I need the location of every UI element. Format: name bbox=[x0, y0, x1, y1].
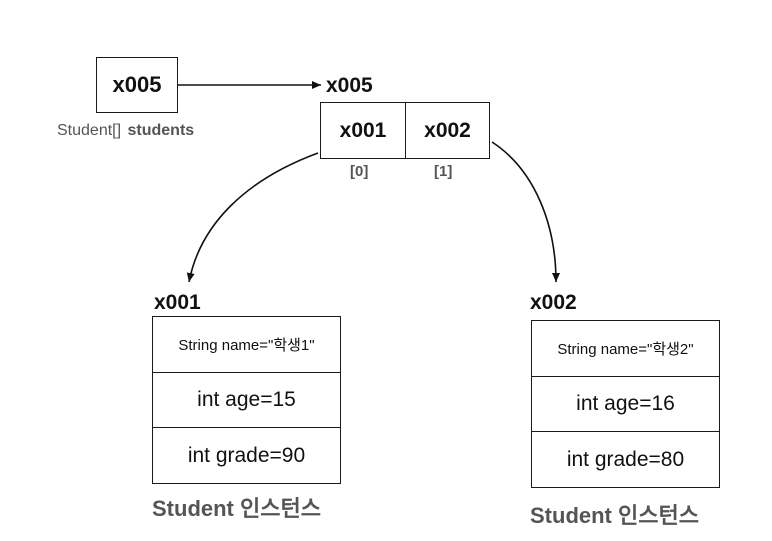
array-index-0: [0] bbox=[350, 163, 369, 180]
instance-1-caption: Student 인스턴스 bbox=[152, 496, 321, 521]
student-instance-2: String name="학생2" int age=16 int grade=8… bbox=[531, 320, 720, 488]
student-instance-1: String name="학생1" int age=15 int grade=9… bbox=[152, 316, 341, 484]
variable-type: Student[] bbox=[57, 122, 122, 139]
students-variable-box: x005 bbox=[96, 57, 178, 113]
instance-2-field-grade: int grade=80 bbox=[532, 431, 719, 487]
instance-2-address: x002 bbox=[530, 291, 577, 314]
students-variable-label: Student[] students bbox=[57, 122, 194, 140]
array-cell-0: x001 bbox=[321, 103, 406, 158]
instance-1-field-grade: int grade=90 bbox=[153, 427, 340, 483]
instance-2-field-age: int age=16 bbox=[532, 375, 719, 432]
instance-1-address: x001 bbox=[154, 291, 201, 314]
arrow-cell1-to-x002 bbox=[491, 141, 560, 283]
students-variable-value: x005 bbox=[112, 72, 162, 97]
instance-2-caption: Student 인스턴스 bbox=[530, 503, 699, 528]
instance-1-field-name: String name="학생1" bbox=[178, 336, 315, 354]
variable-name: students bbox=[127, 122, 195, 139]
students-array: x001 x002 bbox=[320, 102, 490, 159]
array-cell-1: x002 bbox=[406, 103, 489, 158]
array-cell-0-value: x001 bbox=[339, 118, 387, 142]
array-address: x005 bbox=[326, 74, 373, 97]
arrow-cell0-to-x001 bbox=[186, 152, 319, 283]
array-index-1: [1] bbox=[434, 163, 453, 180]
instance-1-field-age: int age=15 bbox=[153, 371, 340, 428]
instance-2-field-name: String name="학생2" bbox=[557, 340, 694, 358]
array-cell-1-value: x002 bbox=[424, 118, 471, 142]
